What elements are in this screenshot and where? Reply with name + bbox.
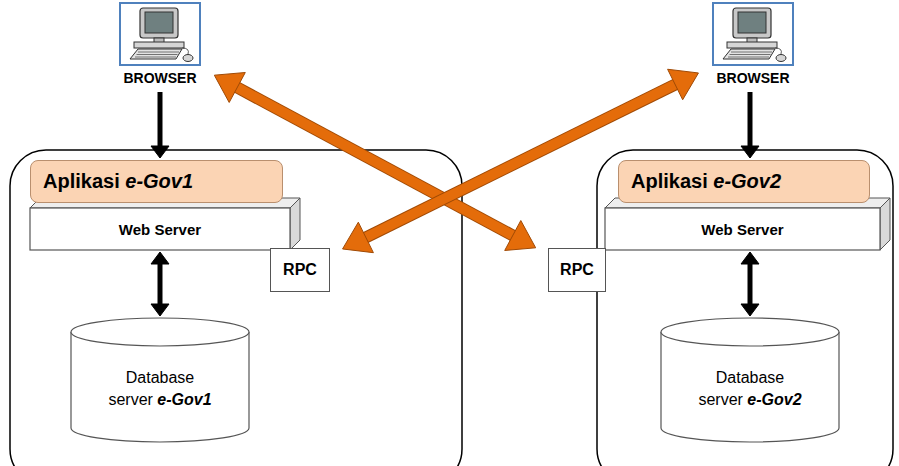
application-box: Aplikasi e-Gov1 [30, 160, 283, 203]
browser-client: BROWSER [118, 2, 202, 90]
computer-icon [120, 3, 200, 65]
application-box: Aplikasi e-Gov2 [618, 160, 870, 203]
node-label: Web Server [119, 221, 201, 238]
node-label: Database server e-Gov1 [108, 367, 211, 411]
flow-arrow [151, 252, 169, 316]
server-panel [10, 150, 462, 466]
flow-arrow [741, 92, 759, 158]
rpc-box: RPC [270, 248, 330, 292]
server-panel [597, 150, 893, 466]
node-label: Database server e-Gov2 [698, 367, 801, 411]
computer-illustration [118, 2, 202, 66]
web-server-box: Web Server [605, 208, 880, 250]
node-label: RPC [560, 261, 594, 279]
node-label: Web Server [701, 221, 783, 238]
database-cylinder: Database server e-Gov1 [70, 318, 250, 442]
node-label: Aplikasi e-Gov1 [43, 170, 193, 193]
browser-client: BROWSER [711, 2, 795, 90]
web-server-box: Web Server [30, 208, 290, 250]
flow-arrow [151, 92, 169, 158]
database-cylinder: Database server e-Gov2 [660, 318, 840, 442]
computer-illustration [711, 2, 795, 66]
node-label: BROWSER [123, 70, 196, 86]
node-label: BROWSER [716, 70, 789, 86]
node-label: Aplikasi e-Gov2 [631, 170, 781, 193]
node-label: RPC [283, 261, 317, 279]
rpc-box: RPC [548, 248, 606, 292]
flow-arrow [741, 252, 759, 316]
computer-icon [713, 3, 793, 65]
